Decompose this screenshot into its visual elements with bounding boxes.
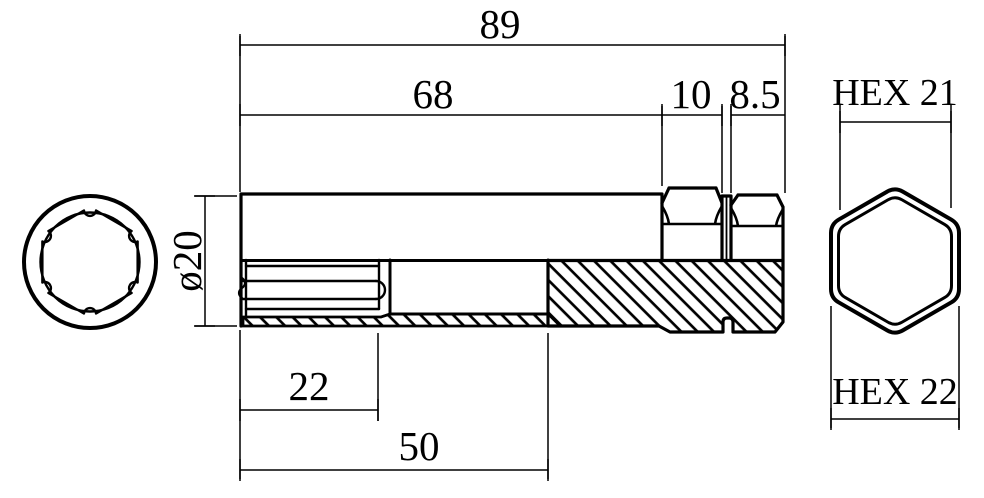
section-hatch-solid-block bbox=[546, 258, 785, 334]
dim-overall-length-label: 89 bbox=[480, 1, 521, 47]
dim-ext-hex22 bbox=[830, 306, 960, 428]
hex1-outline bbox=[660, 186, 733, 262]
dim-hex21-label: HEX 21 bbox=[832, 72, 958, 114]
bore-circle bbox=[39, 211, 141, 313]
recess-round-end bbox=[374, 279, 387, 301]
outer-wall-circle bbox=[22, 194, 158, 330]
dimension-labels: 89 68 10 8.5 ø20 22 50 HEX 21 HEX 22 bbox=[164, 1, 958, 469]
section-hatch-thin-wall bbox=[241, 312, 550, 328]
socket-end-view bbox=[22, 194, 158, 330]
dim-bore-depth-label: 50 bbox=[399, 423, 440, 469]
hex1-flat-edge bbox=[660, 204, 724, 226]
cavity-corner-chamfer bbox=[546, 312, 561, 327]
socket-section-view bbox=[237, 186, 785, 334]
dim-body-length-label: 68 bbox=[413, 71, 454, 117]
hex-inner-profile bbox=[837, 196, 953, 326]
dim-diameter-label: ø20 bbox=[164, 230, 210, 292]
hex-outer-profile bbox=[829, 187, 961, 335]
socket-hex-drive-view bbox=[829, 187, 961, 335]
dim-hex21-line bbox=[839, 111, 952, 133]
dim-recess-depth-label: 22 bbox=[289, 363, 330, 409]
hex-recess-profile bbox=[41, 209, 139, 315]
dim-hex2-length-label: 8.5 bbox=[729, 71, 780, 117]
hex2-flat-edge bbox=[729, 206, 785, 228]
wall-step-diagonal bbox=[379, 312, 392, 319]
dim-hex1-length-label: 10 bbox=[671, 71, 712, 117]
hex2-outline bbox=[729, 193, 785, 262]
dim-ext-hex21 bbox=[839, 104, 952, 210]
dim-bore-line bbox=[239, 459, 549, 481]
dimensions bbox=[194, 34, 960, 481]
opening-chamfer-squiggle bbox=[237, 276, 247, 300]
dim-ext-diameter bbox=[194, 195, 237, 327]
dim-hex22-label: HEX 22 bbox=[832, 371, 958, 413]
